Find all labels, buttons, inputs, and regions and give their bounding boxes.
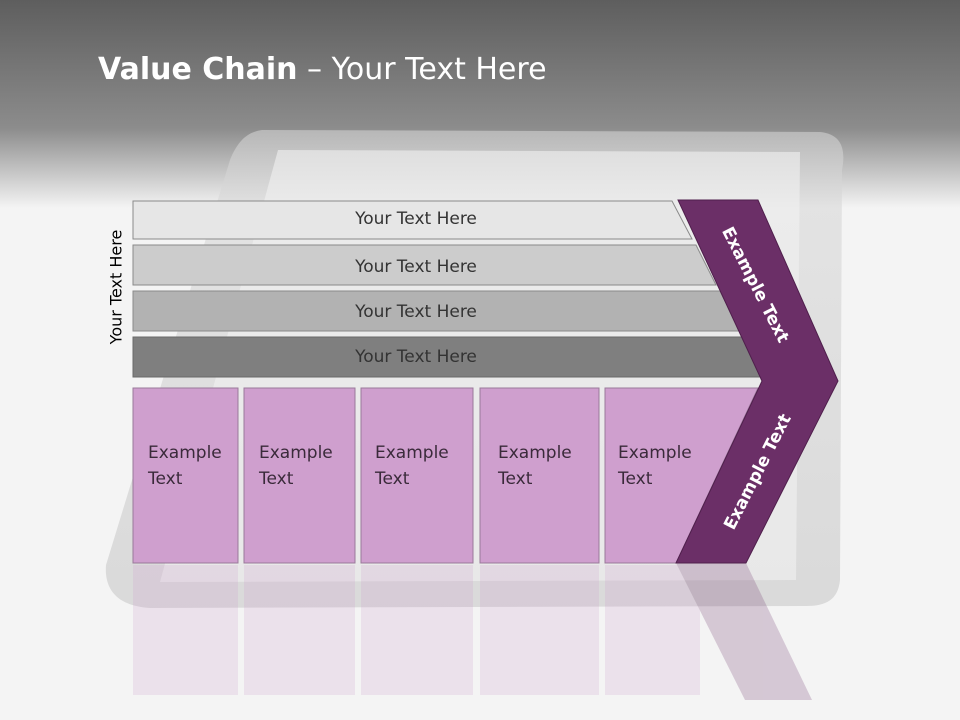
row-bar-1 bbox=[132, 200, 693, 240]
slide-title: Value Chain – Your Text Here bbox=[98, 52, 547, 87]
row-label-4: Your Text Here bbox=[355, 347, 477, 367]
title-bold: Value Chain bbox=[98, 52, 298, 87]
title-rest: – Your Text Here bbox=[297, 52, 547, 87]
column-box-4 bbox=[479, 387, 600, 564]
row-bar-2 bbox=[132, 244, 717, 286]
row-label-1: Your Text Here bbox=[355, 209, 477, 229]
column-box-1 bbox=[132, 387, 239, 564]
header-band bbox=[0, 0, 960, 128]
row-label-3: Your Text Here bbox=[355, 302, 477, 322]
row-label-2: Your Text Here bbox=[355, 257, 477, 277]
column-box-2 bbox=[243, 387, 356, 564]
column-box-3 bbox=[360, 387, 474, 564]
margin-chevron bbox=[675, 199, 839, 564]
